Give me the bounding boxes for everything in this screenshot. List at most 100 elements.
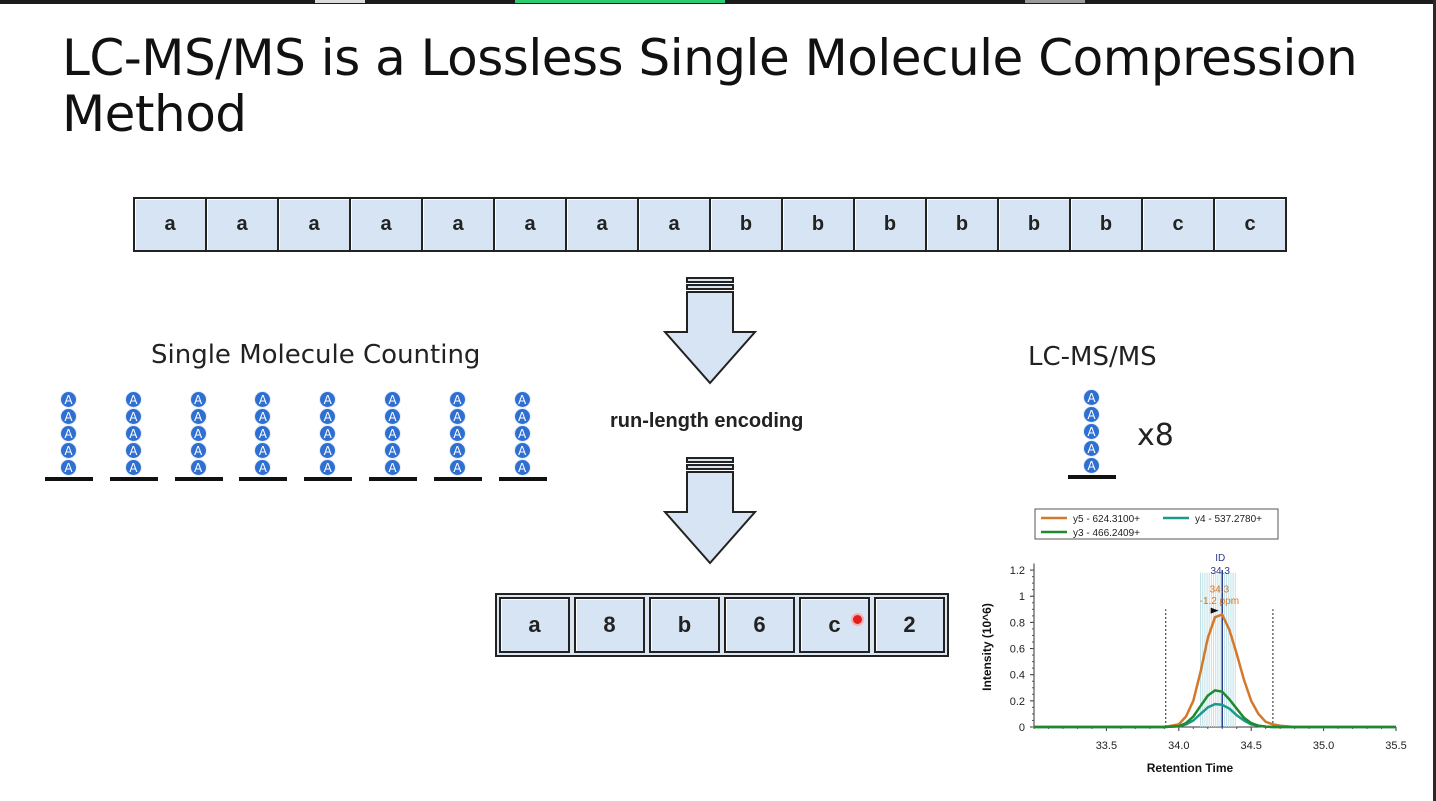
id-marker-value: 34.3 [1211, 566, 1231, 577]
bead-icon: A [448, 391, 466, 408]
bead-icon: A [448, 425, 466, 442]
run-length-encoding-label: run-length encoding [610, 410, 804, 432]
sequence-cell: a [279, 199, 351, 250]
bead-icon: A [319, 408, 337, 425]
bead-icon: A [1083, 423, 1100, 440]
surface-line [433, 477, 482, 481]
bead-icon: A [448, 459, 466, 476]
surface-line [45, 477, 93, 481]
bead-icon: A [254, 408, 272, 425]
encoded-cell: 2 [874, 597, 945, 653]
legend-label: y4 - 537.2780+ [1195, 514, 1262, 525]
series-line-0 [1034, 613, 1396, 729]
bead-icon: A [124, 391, 142, 408]
bead-icon: A [254, 442, 272, 459]
slide-title: LC-MS/MS is a Lossless Single Molecule C… [62, 29, 1358, 143]
x-tick-label: 34.5 [1240, 740, 1261, 752]
bead-icon: A [60, 459, 77, 476]
sequence-cell: c [1215, 199, 1285, 250]
bead-icon: A [189, 408, 207, 425]
x-axis-label: Retention Time [1147, 761, 1234, 775]
sequence-cell: b [855, 199, 927, 250]
bead-icon: A [319, 391, 337, 408]
legend-label: y5 - 624.3100+ [1073, 514, 1140, 525]
surface-line [498, 477, 547, 481]
encoded-cell: 8 [574, 597, 645, 653]
bead-icon: A [448, 408, 466, 425]
sequence-cell: b [927, 199, 999, 250]
bead-icon: A [513, 425, 531, 442]
single-molecule-counting-label: Single Molecule Counting [151, 340, 481, 370]
sequence-cell: b [1071, 199, 1143, 250]
surface-line [239, 477, 288, 481]
y-tick-label: 0.4 [1010, 670, 1025, 682]
bead-icon: A [254, 391, 272, 408]
bead-icon: A [189, 425, 207, 442]
bead-icon: A [384, 408, 401, 425]
bead-icon: A [60, 442, 77, 459]
down-arrow-icon [663, 277, 757, 385]
surface-line [304, 477, 353, 481]
y-tick-label: 0.2 [1010, 696, 1025, 708]
x-tick-label: 35.0 [1313, 740, 1334, 752]
series-line-2 [1034, 689, 1396, 729]
x-tick-label: 33.5 [1096, 740, 1117, 752]
bead-icon: A [124, 425, 142, 442]
bead-icon: A [254, 425, 272, 442]
bead-icon: A [384, 442, 401, 459]
bead-icon: A [1083, 406, 1100, 423]
sequence-cell: a [495, 199, 567, 250]
bead-icon: A [319, 459, 337, 476]
y-tick-label: 0.8 [1010, 617, 1025, 629]
bead-icon: A [384, 391, 401, 408]
encoded-cell: a [499, 597, 570, 653]
sequence-cell: a [639, 199, 711, 250]
laser-pointer [853, 615, 862, 624]
sequence-cell: a [423, 199, 495, 250]
bead-icon: A [513, 459, 531, 476]
bead-icon: A [254, 459, 272, 476]
bead-icon: A [124, 408, 142, 425]
window-right-edge [1433, 0, 1436, 801]
peak-arrow-icon [1210, 607, 1219, 614]
sequence-cell: b [783, 199, 855, 250]
surface-line [1068, 475, 1116, 479]
surface-line [369, 477, 417, 481]
x-tick-label: 35.5 [1385, 740, 1406, 752]
x-tick-label: 34.0 [1168, 740, 1189, 752]
bead-icon: A [189, 391, 207, 408]
bead-icon: A [124, 459, 142, 476]
down-arrow-icon [663, 457, 757, 565]
bead-icon: A [448, 442, 466, 459]
window-top-bar [0, 0, 1436, 4]
bead-icon: A [189, 442, 207, 459]
surface-line [174, 477, 223, 481]
bead-icon: A [384, 425, 401, 442]
bead-icon: A [1083, 440, 1100, 457]
peak-ppm-label: -1.2 ppm [1200, 596, 1239, 607]
top-bar-tab [315, 0, 365, 3]
bead-icon: A [319, 425, 337, 442]
sequence-cell: b [711, 199, 783, 250]
bead-icon: A [60, 408, 77, 425]
peak-rt-label: 34.3 [1210, 584, 1230, 595]
bead-icon: A [189, 459, 207, 476]
top-bar-tab [1025, 0, 1085, 3]
encoded-cell: c [799, 597, 870, 653]
id-marker-label: ID [1215, 553, 1225, 564]
legend-box [1034, 508, 1279, 540]
multiplier-label: x8 [1137, 418, 1174, 453]
sequence-cell: a [207, 199, 279, 250]
y-tick-label: 1 [1019, 591, 1025, 603]
lcms-label: LC-MS/MS [1028, 342, 1157, 372]
sequence-cell: a [351, 199, 423, 250]
